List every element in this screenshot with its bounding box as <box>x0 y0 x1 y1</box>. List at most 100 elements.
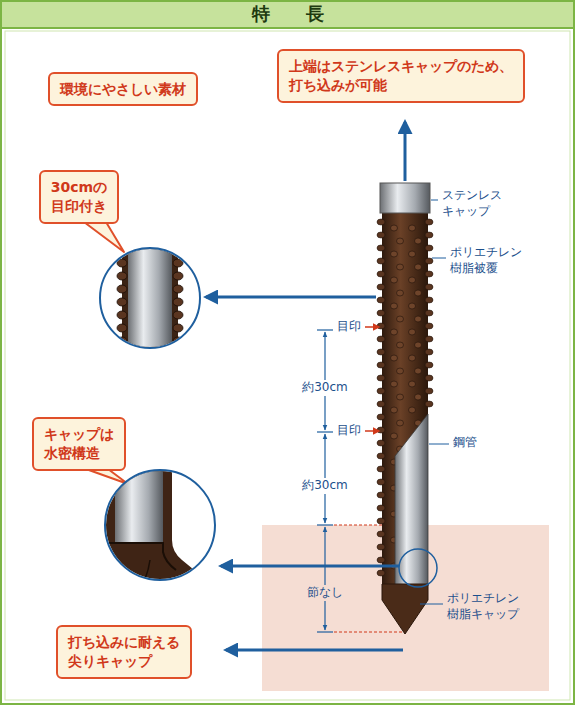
part-label: 目印 <box>335 319 363 335</box>
part-label: 約30cm <box>300 380 350 396</box>
coating-bump <box>377 492 385 498</box>
coating-bump <box>377 440 385 446</box>
coating-bump <box>391 329 398 335</box>
part-label: ポリエチレン 樹脂被覆 <box>448 245 524 276</box>
coating-bump <box>377 219 385 225</box>
coating-bump <box>173 324 183 332</box>
coating-bump <box>397 238 404 244</box>
coating-bump <box>425 323 433 329</box>
part-label: ステンレス キャップ <box>440 188 504 219</box>
coating-bump <box>397 264 404 270</box>
feature-callout: 打ち込みに耐える 尖りキャップ <box>56 625 192 679</box>
feature-callout: 上端はステンレスキャップのため、 打ち込みが可能 <box>277 49 525 103</box>
coating-bump <box>397 290 404 296</box>
coating-bump <box>425 388 433 394</box>
coating-bump <box>425 245 433 251</box>
header-band <box>1 1 574 28</box>
coating-bump <box>409 329 416 335</box>
coating-bump <box>409 355 416 361</box>
coating-bump <box>173 298 183 306</box>
coating-bump <box>409 225 416 231</box>
coating-bump <box>391 355 398 361</box>
coating-bump <box>415 264 422 270</box>
detail-cap-seal <box>104 469 216 590</box>
coating-bump <box>377 401 385 407</box>
callout-text: 上端はステンレスキャップのため、 打ち込みが可能 <box>289 57 513 95</box>
pointer-arrow <box>206 296 376 299</box>
inner-frame <box>5 31 570 700</box>
coating-bump <box>377 518 385 524</box>
coating-bump <box>377 557 385 563</box>
coating-bump <box>409 251 416 257</box>
coating-bump <box>415 342 422 348</box>
coating-bump <box>425 310 433 316</box>
pointer-arrow <box>221 565 399 568</box>
callout-text: 環境にやさしい素材 <box>60 80 186 99</box>
coating-bump <box>173 246 183 254</box>
coating-bump <box>391 225 398 231</box>
coating-bump <box>415 368 422 374</box>
coating-bump <box>117 246 127 254</box>
coating-bump <box>425 284 433 290</box>
coating-bump <box>117 285 127 293</box>
callout-text: キャップは 水密構造 <box>44 425 114 463</box>
coating-bump <box>415 290 422 296</box>
coating-bump <box>117 324 127 332</box>
coating-bump <box>425 362 433 368</box>
coating-bump <box>377 323 385 329</box>
coating-bump <box>391 381 398 387</box>
part-label: 約30cm <box>300 478 350 494</box>
coating-bump <box>377 245 385 251</box>
coating-bump <box>391 251 398 257</box>
coating-bump <box>409 381 416 387</box>
callout-text: 30cmの 目印付き <box>51 178 107 216</box>
part-label: 節なし <box>305 585 345 601</box>
pointer-arrow <box>226 649 403 652</box>
part-label: 鋼管 <box>451 435 479 451</box>
coating-bump <box>409 277 416 283</box>
coating-bump <box>409 407 416 413</box>
callout-tail <box>86 469 128 484</box>
coating-bump <box>397 420 404 426</box>
coating-bump <box>377 466 385 472</box>
pe-tip-cap <box>382 584 428 634</box>
coating-bump <box>397 342 404 348</box>
coating-bump <box>173 272 183 280</box>
coating-bump <box>377 284 385 290</box>
pointer-arrow <box>404 122 407 181</box>
detail-ring <box>399 549 437 587</box>
detail-circle <box>105 470 215 580</box>
marking-arrow <box>365 430 379 432</box>
coating-bump <box>425 349 433 355</box>
title: 特 長 <box>252 2 324 26</box>
coating-bump <box>377 349 385 355</box>
coating-bump <box>377 336 385 342</box>
detail-circle <box>100 248 200 348</box>
coating-bump <box>377 232 385 238</box>
feature-callout: 環境にやさしい素材 <box>48 72 198 107</box>
coating-bump <box>425 232 433 238</box>
coating-bump <box>377 453 385 459</box>
callout-tail <box>84 222 124 252</box>
stainless-cap <box>380 183 430 213</box>
coating-bump <box>425 258 433 264</box>
coating-bump <box>377 427 385 433</box>
coating-bump <box>425 401 433 407</box>
coating-bump <box>415 394 422 400</box>
coating-bump <box>425 271 433 277</box>
coating-bump <box>391 407 398 413</box>
callout-text: 打ち込みに耐える 尖りキャップ <box>68 633 180 671</box>
detail-marking <box>95 245 205 358</box>
coating-bump <box>377 531 385 537</box>
coating-bump <box>391 303 398 309</box>
coating-bump <box>173 350 183 358</box>
part-label: 目印 <box>335 423 363 439</box>
coating-bump <box>425 297 433 303</box>
reference-line <box>334 525 383 526</box>
coating-bump <box>415 238 422 244</box>
coating-bump <box>377 362 385 368</box>
coating-bump <box>397 316 404 322</box>
coating-bump <box>377 479 385 485</box>
